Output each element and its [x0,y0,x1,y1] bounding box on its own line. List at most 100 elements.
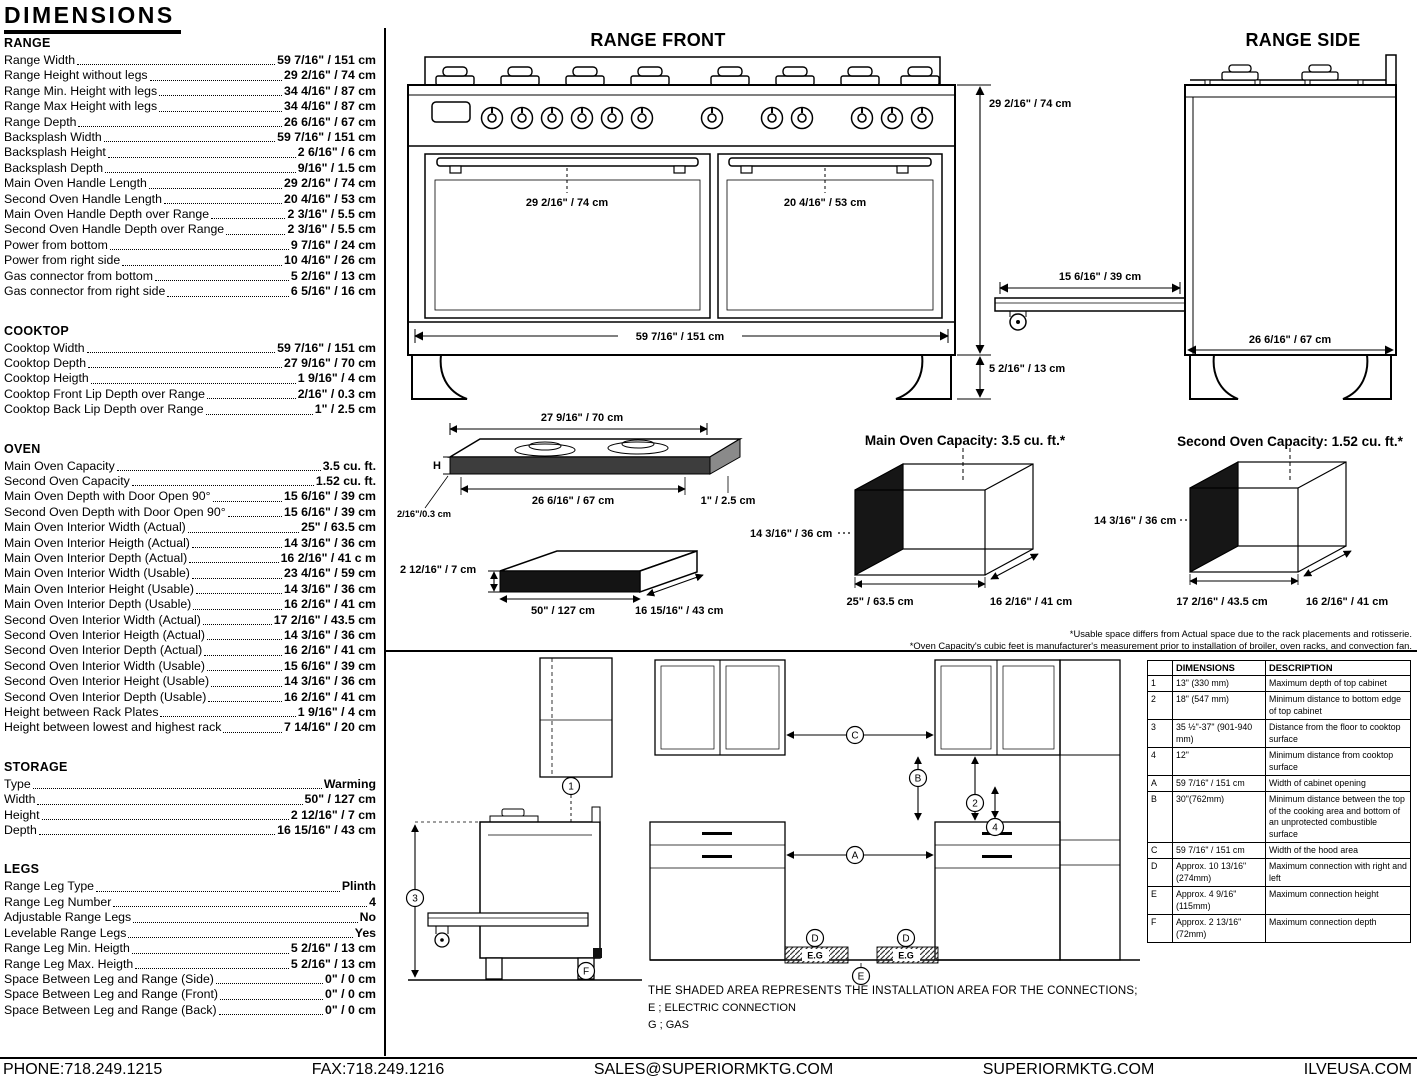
cooktop-section-drawing: 27 9/16" / 70 cm H 26 6/16" / 67 cm 1" / [397,412,756,519]
open-door-plank [994,297,1186,331]
spec-row: Range Depth 26 6/16" / 67 cm [4,115,376,130]
spec-rows-legs: Range Leg Type Plinth Range Leg Number 4… [4,879,376,1018]
dotted-leader [135,967,289,969]
dotted-leader [189,562,279,564]
installation-diagram: 1 3 F [405,657,1140,986]
spec-value: 0" / 0 cm [325,971,376,986]
storage-drawer-box [499,549,698,594]
table-cell-description: Distance from the floor to cooktop surfa… [1265,719,1411,749]
table-cell-ref: C [1147,842,1173,860]
spec-row: Main Oven Interior Depth (Actual) 16 2/1… [4,551,376,566]
table-cell-description: Width of cabinet opening [1265,774,1411,793]
dotted-leader [227,516,283,518]
side-view-wall-cabinet [539,657,613,778]
dim-leg-height: 5 2/16" / 13 cm [989,363,1065,375]
cooktop-inner-width-dimension: 26 6/16" / 67 cm [460,477,686,507]
spec-value: 7 14/16" / 20 cm [284,720,376,735]
callout-F: F [576,961,596,981]
side-cooktop-profile [1190,54,1397,86]
spec-row: Main Oven Handle Length 29 2/16" / 74 cm [4,176,376,191]
spec-row: Main Oven Interior Width (Actual) 25" / … [4,520,376,535]
spec-row: Cooktop Depth 27 9/16" / 70 cm [4,356,376,371]
spec-label: Power from bottom [4,237,108,252]
svg-text:1" / 2.5 cm: 1" / 2.5 cm [701,495,756,507]
spec-row: Range Leg Number 4 [4,895,376,910]
spec-section-cooktop: COOKTOP Cooktop Width 59 7/16" / 151 cm … [4,324,376,418]
spec-row: Range Leg Type Plinth [4,879,376,894]
spec-value: 2 3/16" / 5.5 cm [287,222,376,237]
spec-value: 14 3/16" / 36 cm [284,674,376,689]
table-cell-ref: E [1147,886,1173,916]
range-side-title: RANGE SIDE [1245,30,1361,50]
spec-section-oven: OVEN Main Oven Capacity 3.5 cu. ft. Seco… [4,442,376,736]
spec-row: Second Oven Capacity 1.52 cu. ft. [4,474,376,489]
spec-value: No [359,910,376,925]
table-cell-ref: A [1147,774,1173,793]
spec-row: Second Oven Interior Width (Usable) 15 6… [4,659,376,674]
svg-text:E: E [858,972,865,983]
main-oven-box [854,463,1034,576]
svg-text:50" / 127 cm: 50" / 127 cm [531,605,595,617]
spec-value: 27 9/16" / 70 cm [284,355,376,370]
spec-label: Range Width [4,53,76,67]
spec-row: Second Oven Depth with Door Open 90° 15 … [4,505,376,520]
section-heading-cooktop: COOKTOP [4,323,70,338]
spec-row: Space Between Leg and Range (Back) 0" / … [4,1003,376,1018]
spec-row: Second Oven Interior Depth (Usable) 16 2… [4,690,376,705]
spec-label: Type [4,776,31,791]
cooktop-front-lip-dimension: 2/16"/0.3 cm [397,475,451,519]
dotted-leader [206,398,296,400]
spec-label: Second Oven Capacity [4,473,130,488]
spec-value: Warming [323,776,376,791]
dotted-leader [32,788,322,790]
spec-row: Backsplash Height 2 6/16" / 6 cm [4,145,376,160]
dim-range-depth: 26 6/16" / 67 cm [1249,334,1331,346]
svg-text:B: B [915,774,922,785]
dotted-leader [149,79,283,81]
footer-website: SUPERIORMKTG.COM [982,1061,1155,1078]
dotted-leader [219,998,324,1000]
table-cell-description: Maximum connection height [1265,886,1411,916]
spec-value: 16 2/16" / 41 cm [284,597,376,612]
spec-row: Second Oven Interior Depth (Actual) 16 2… [4,643,376,658]
spec-value: 1" / 2.5 cm [314,402,376,417]
dim-cooktop-width: 27 9/16" / 70 cm [541,412,623,424]
section-heading-oven: OVEN [4,441,41,456]
dim-main-handle: 29 2/16" / 74 cm [526,197,608,209]
table-cell-description: Width of the hood area [1265,842,1411,860]
spec-label: Height between Rack Plates [4,705,159,720]
spec-row: Main Oven Handle Depth over Range 2 3/16… [4,207,376,222]
spec-row: Main Oven Interior Width (Usable) 23 4/1… [4,566,376,581]
section-heading-legs: LEGS [4,862,40,877]
spec-value: 5 2/16" / 13 cm [290,956,376,971]
spec-row: Cooktop Back Lip Depth over Range 1" / 2… [4,402,376,417]
spec-label: Second Oven Handle Depth over Range [4,222,225,237]
dotted-leader [193,608,283,610]
table-cell-ref: 1 [1147,674,1173,693]
dotted-leader [160,716,296,718]
spec-rows-oven: Main Oven Capacity 3.5 cu. ft. Second Ov… [4,459,376,736]
dotted-leader [122,264,283,266]
spec-row: Space Between Leg and Range (Front) 0" /… [4,987,376,1002]
footer-fax: FAX:718.249.1216 [311,1061,445,1078]
svg-text:C: C [851,731,858,742]
oven-capacity-footnotes: *Usable space differs from Actual space … [790,628,1412,651]
spec-value: 2 6/16" / 6 cm [297,145,376,160]
spec-row: Second Oven Handle Length 20 4/16" / 53 … [4,192,376,207]
spec-label: Cooktop Front Lip Depth over Range [4,386,205,401]
shaded-connection-area-right: E.G [876,946,939,964]
spec-section-range: RANGE Range Width 59 7/16" / 151 cm Rang… [4,36,376,300]
spec-rows-storage: Type Warming Width 50" / 127 cm Height [4,777,376,839]
spec-label: Main Oven Interior Depth (Usable) [4,597,192,612]
callout-A: A [845,845,865,865]
shaded-connection-area-left: E.G [784,946,849,964]
main-oven-capacity-title: Main Oven Capacity: 3.5 cu. ft.* [864,433,1066,448]
range-side-drawing: 26 6/16" / 67 cm [1184,54,1397,400]
spec-label: Space Between Leg and Range (Back) [4,1002,217,1017]
svg-text:14 3/16" / 36 cm: 14 3/16" / 36 cm [750,528,832,540]
dotted-leader [131,952,289,954]
table-header-dimensions: DIMENSIONS [1172,660,1266,676]
spec-panel: RANGE Range Width 59 7/16" / 151 cm Rang… [0,28,386,1056]
table-header-description: DESCRIPTION [1265,660,1411,676]
leg-height-dimension: 5 2/16" / 13 cm [957,356,1065,400]
